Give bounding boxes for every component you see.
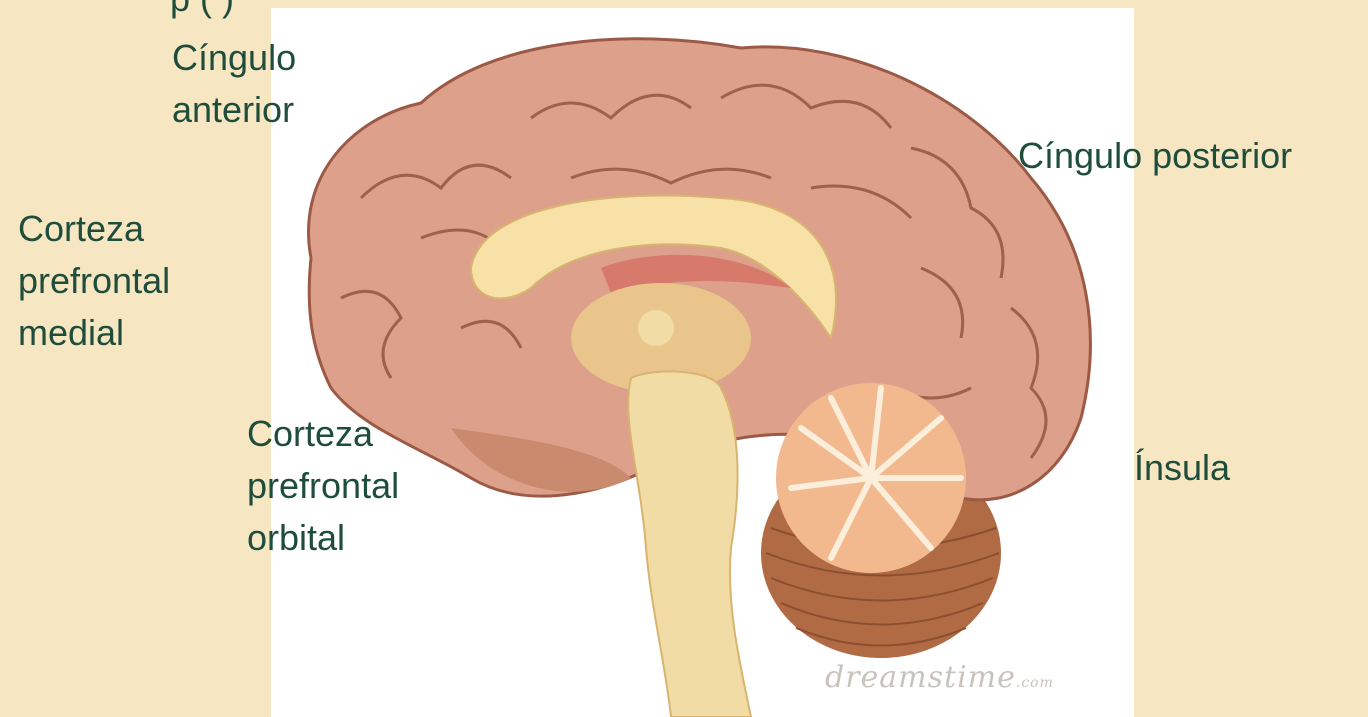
label-cingulo-posterior: Cíngulo posterior [1018, 130, 1292, 182]
pineal-gland [638, 310, 674, 346]
watermark-text: dreamstime [825, 660, 1016, 695]
watermark-suffix: .com [1016, 675, 1054, 691]
label-line: Cíngulo posterior [1018, 130, 1292, 182]
label-line: prefrontal [18, 255, 170, 307]
label-line: prefrontal [247, 460, 399, 512]
label-cingulo-anterior: Cíngulo anterior [172, 32, 296, 136]
watermark: dreamstime.com [825, 660, 1054, 695]
label-line: Corteza [247, 408, 399, 460]
label-insula: Ínsula [1134, 442, 1230, 494]
label-corteza-prefrontal-orbital: Corteza prefrontal orbital [247, 408, 399, 564]
slide-title-fragment: p ( ) [170, 0, 234, 20]
label-line: Cíngulo [172, 32, 296, 84]
label-line: medial [18, 307, 170, 359]
label-line: orbital [247, 512, 399, 564]
brain-sagittal-diagram [271, 8, 1134, 717]
label-corteza-prefrontal-medial: Corteza prefrontal medial [18, 203, 170, 359]
label-line: Corteza [18, 203, 170, 255]
brain-illustration [271, 8, 1134, 717]
label-line: Ínsula [1134, 442, 1230, 494]
label-line: anterior [172, 84, 296, 136]
arbor-vitae [776, 383, 966, 573]
brainstem [628, 371, 751, 717]
